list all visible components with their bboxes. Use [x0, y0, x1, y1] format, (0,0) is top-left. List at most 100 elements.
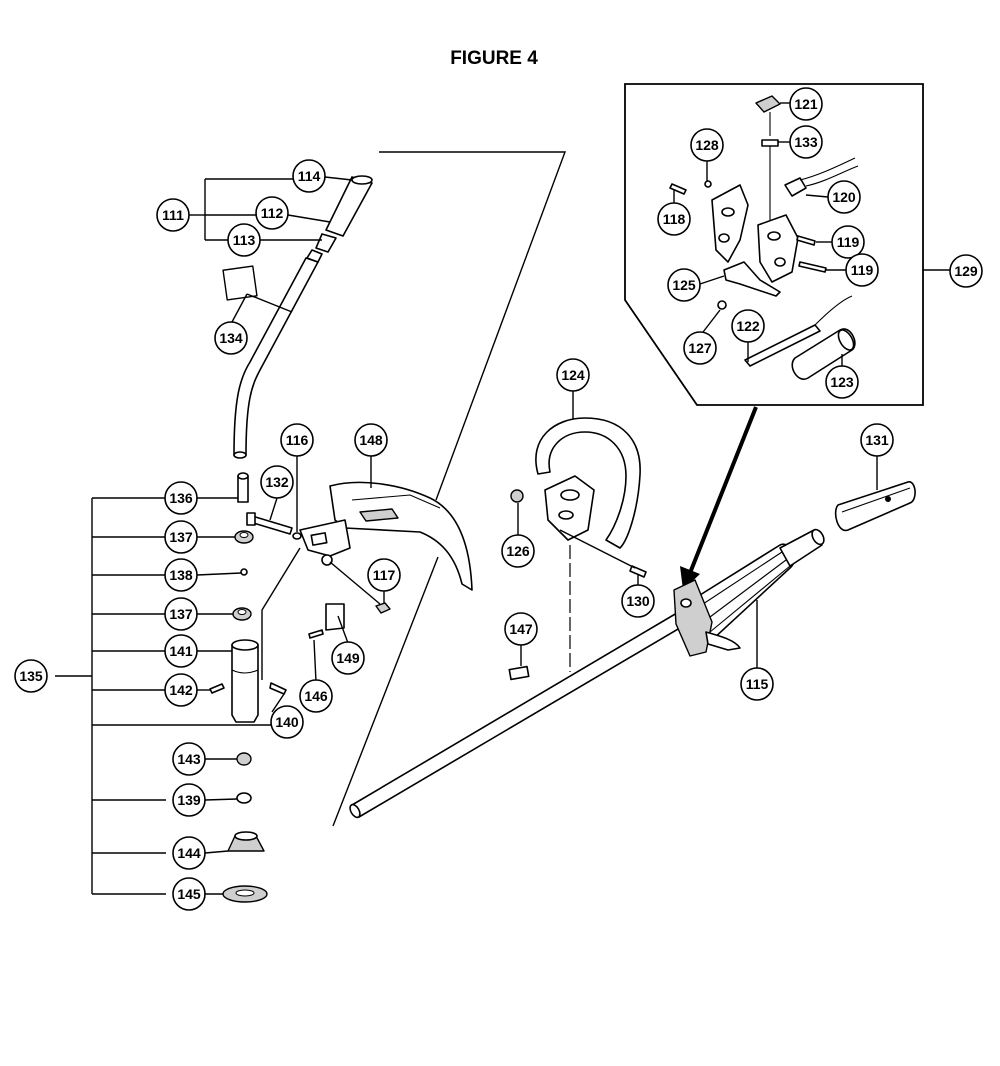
housing-left-half	[711, 184, 749, 263]
part-130-bolt	[629, 565, 647, 578]
callout-142: 142	[164, 673, 198, 707]
callout-134-label: 134	[219, 330, 243, 346]
drive-cable-coupler	[315, 233, 337, 253]
callout-120: 120	[827, 180, 861, 214]
drive-cable-sleeve	[325, 176, 373, 237]
part-146-screw	[308, 629, 324, 639]
shaft-tip	[779, 529, 823, 567]
callout-141-label: 141	[169, 643, 193, 659]
drive-cable-sleeve-top	[351, 175, 373, 185]
callout-123: 123	[825, 365, 859, 399]
lead-120	[805, 194, 829, 198]
callout-116: 116	[280, 423, 314, 457]
callout-122-label: 122	[736, 318, 760, 334]
callout-111: 111	[156, 198, 190, 232]
callout-127: 127	[683, 331, 717, 365]
part-119b-screw	[798, 261, 827, 273]
callout-134: 134	[214, 321, 248, 355]
part-140-screw	[269, 682, 287, 695]
callout-137a-label: 137	[169, 529, 193, 545]
part-127-spring	[717, 300, 727, 310]
inset-arrow-line	[688, 406, 758, 574]
callout-143-label: 143	[177, 751, 201, 767]
part-126-nut	[510, 489, 524, 503]
part-148-guard	[329, 481, 473, 591]
shaft-outline-lead	[379, 151, 567, 501]
part-120-switch	[784, 177, 807, 197]
callout-117: 117	[367, 558, 401, 592]
callout-118-label: 118	[663, 211, 686, 227]
callout-145-label: 145	[177, 886, 201, 902]
callout-129-label: 129	[954, 263, 978, 279]
lead-125	[699, 275, 725, 285]
callout-147-label: 147	[509, 621, 533, 637]
part-124-loop-handle	[535, 417, 641, 549]
callout-143: 143	[172, 742, 206, 776]
part-142-screw	[209, 683, 225, 694]
handle-clamp	[544, 475, 595, 541]
callout-132-label: 132	[265, 474, 289, 490]
decal-134	[222, 265, 258, 301]
callout-129: 129	[949, 254, 983, 288]
callout-125-label: 125	[672, 277, 696, 293]
callout-141: 141	[164, 634, 198, 668]
callout-135-label: 135	[19, 668, 43, 684]
callout-140-label: 140	[275, 714, 299, 730]
callout-111-label: 111	[162, 207, 184, 223]
lead-134	[246, 293, 293, 313]
callout-137a: 137	[164, 520, 198, 554]
callout-144-label: 144	[177, 845, 201, 861]
part-147-decal	[508, 665, 530, 681]
callout-132: 132	[260, 465, 294, 499]
callout-120-label: 120	[832, 189, 856, 205]
part-143-nut	[236, 752, 252, 766]
callout-146: 146	[299, 679, 333, 713]
callout-119a-label: 119	[837, 234, 860, 250]
callout-149-label: 149	[336, 650, 360, 666]
upper-shaft-tube-end	[233, 451, 247, 459]
callout-113-label: 113	[233, 232, 256, 248]
callout-124: 124	[556, 358, 590, 392]
lead-146	[313, 639, 317, 683]
callout-136-label: 136	[169, 490, 193, 506]
callout-119b: 119	[845, 253, 879, 287]
lead-132	[269, 497, 278, 521]
callout-118: 118	[657, 202, 691, 236]
part-149-plate	[325, 603, 345, 631]
callout-124-label: 124	[561, 367, 585, 383]
callout-146-label: 146	[304, 688, 328, 704]
callout-114-label: 114	[298, 168, 321, 184]
callout-112: 112	[255, 196, 289, 230]
callout-140: 140	[270, 705, 304, 739]
callout-119b-label: 119	[851, 262, 874, 278]
callout-136: 136	[164, 481, 198, 515]
callout-114: 114	[292, 159, 326, 193]
figure-title: FIGURE 4	[450, 48, 538, 69]
callout-138-label: 138	[169, 567, 193, 583]
callout-130: 130	[621, 584, 655, 618]
part-121-switch-cap	[755, 95, 781, 113]
callout-125: 125	[667, 268, 701, 302]
callout-122: 122	[731, 309, 765, 343]
shaft-outline-lead-lower	[332, 556, 439, 827]
part-139-washer	[236, 792, 252, 804]
callout-123-label: 123	[830, 374, 854, 390]
callout-149: 149	[331, 641, 365, 675]
callout-126-label: 126	[506, 543, 530, 559]
callout-121: 121	[789, 87, 823, 121]
part-136-pin	[237, 475, 249, 503]
lead-112	[287, 214, 331, 223]
callout-115: 115	[740, 667, 774, 701]
callout-119a: 119	[831, 225, 865, 259]
callout-133: 133	[789, 125, 823, 159]
callout-139-label: 139	[177, 792, 201, 808]
part-138-ring	[240, 568, 248, 576]
part-122-cable	[744, 324, 821, 367]
part-128-screw	[704, 180, 712, 188]
callout-142-label: 142	[169, 682, 193, 698]
part-116-washer	[292, 532, 302, 540]
lead-149	[337, 615, 349, 644]
part-125-lever	[723, 261, 781, 297]
lead-140	[271, 693, 285, 713]
